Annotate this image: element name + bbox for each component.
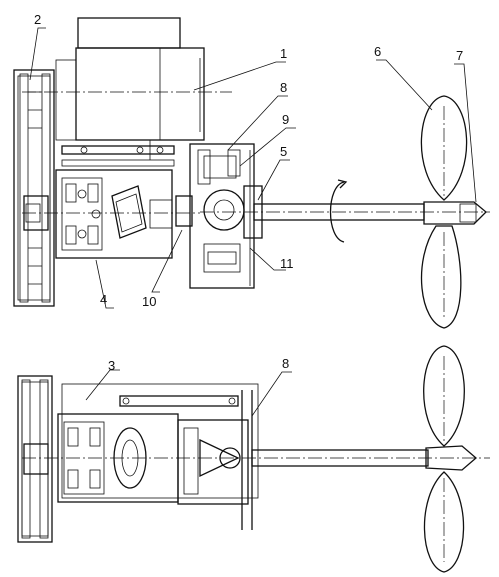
bearing-box-bottom xyxy=(22,419,490,505)
label-7: 7 xyxy=(456,48,463,63)
bottom-view xyxy=(17,345,490,573)
label-8-bottom: 8 xyxy=(282,356,289,371)
label-8: 8 xyxy=(280,80,287,95)
top-view xyxy=(13,17,490,329)
frame-bottom xyxy=(61,383,259,530)
bearing-box xyxy=(175,143,263,289)
label-5: 5 xyxy=(280,144,287,159)
gear-wheel-top xyxy=(13,69,55,307)
label-3: 3 xyxy=(108,358,115,373)
label-1: 1 xyxy=(280,46,287,61)
propeller-top xyxy=(420,95,487,329)
label-6: 6 xyxy=(374,44,381,59)
shaft-bottom xyxy=(251,449,429,467)
label-2: 2 xyxy=(34,12,41,27)
callout-labels: 1 2 3 4 5 6 7 8 9 10 11 8 xyxy=(34,12,463,373)
leader-lines xyxy=(29,27,477,417)
label-10: 10 xyxy=(142,294,156,309)
frame-top xyxy=(61,145,175,167)
label-9: 9 xyxy=(282,112,289,127)
motor xyxy=(22,17,232,160)
gear-wheel-bottom xyxy=(17,375,53,543)
propeller-bottom xyxy=(423,345,477,573)
label-11: 11 xyxy=(280,256,294,271)
reducer-housing xyxy=(22,169,200,259)
label-4: 4 xyxy=(100,292,107,307)
